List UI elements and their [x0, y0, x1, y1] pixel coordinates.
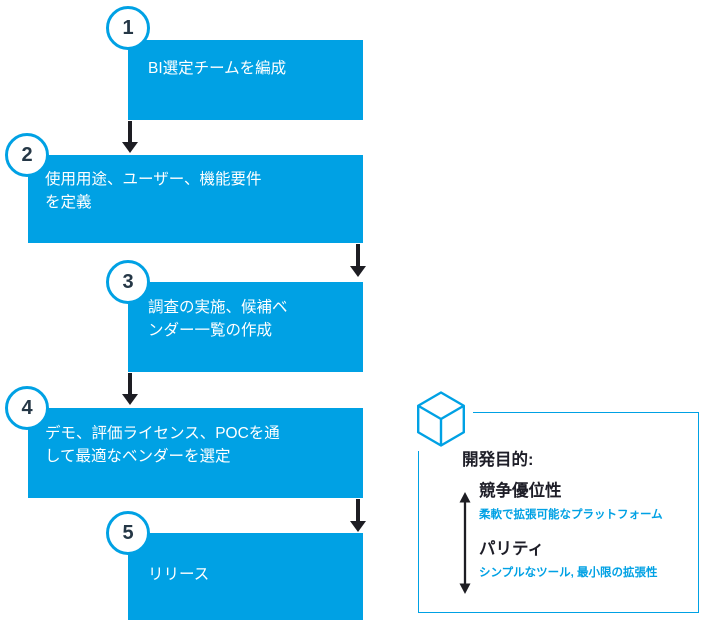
vertical-double-arrow-icon [459, 492, 471, 594]
step-2-box: 使用用途、ユーザー、機能要件 を定義 [28, 155, 363, 243]
step-5-number: 5 [122, 521, 134, 544]
competitive-advantage-subtext: 柔軟で拡張可能なプラットフォーム [479, 508, 663, 521]
cube-icon [409, 387, 473, 451]
step-4-number-badge: 4 [5, 386, 49, 430]
arrow-step1-to-step2-icon [122, 121, 138, 153]
step-4-box: デモ、評価ライセンス、POCを通 して最適なベンダーを選定 [28, 408, 363, 498]
step-5-number-badge: 5 [106, 511, 150, 555]
step-4-label: デモ、評価ライセンス、POCを通 して最適なベンダーを選定 [45, 425, 280, 466]
parity-heading: パリティ [479, 540, 545, 558]
panel-item-competitive-advantage: 競争優位性 柔軟で拡張可能なプラットフォーム [479, 482, 663, 522]
parity-subtext: シンプルなツール, 最小限の拡張性 [479, 566, 658, 579]
panel-item-parity: パリティ シンプルなツール, 最小限の拡張性 [479, 540, 658, 580]
step-4-number: 4 [21, 396, 33, 419]
arrow-step4-to-step5-icon [350, 499, 366, 532]
step-2-number: 2 [21, 143, 33, 166]
step-1-number: 1 [122, 16, 134, 39]
competitive-advantage-heading: 競争優位性 [479, 482, 562, 500]
step-3-box: 調査の実施、候補ベ ンダー一覧の作成 [128, 282, 363, 372]
step-1-number-badge: 1 [106, 6, 150, 50]
step-2-label: 使用用途、ユーザー、機能要件 を定義 [45, 171, 262, 212]
step-5-label: リリース [148, 566, 210, 583]
arrow-step3-to-step4-icon [122, 373, 138, 405]
step-2-number-badge: 2 [5, 133, 49, 177]
step-1-box: BI選定チームを編成 [128, 40, 363, 120]
step-3-number: 3 [122, 270, 134, 293]
step-1-label: BI選定チームを編成 [148, 60, 287, 77]
panel-title: 開発目的: [462, 451, 534, 469]
step-5-box: リリース [128, 533, 363, 620]
step-3-number-badge: 3 [106, 260, 150, 304]
step-3-label: 調査の実施、候補ベ ンダー一覧の作成 [148, 299, 288, 340]
arrow-step2-to-step3-icon [350, 244, 366, 277]
